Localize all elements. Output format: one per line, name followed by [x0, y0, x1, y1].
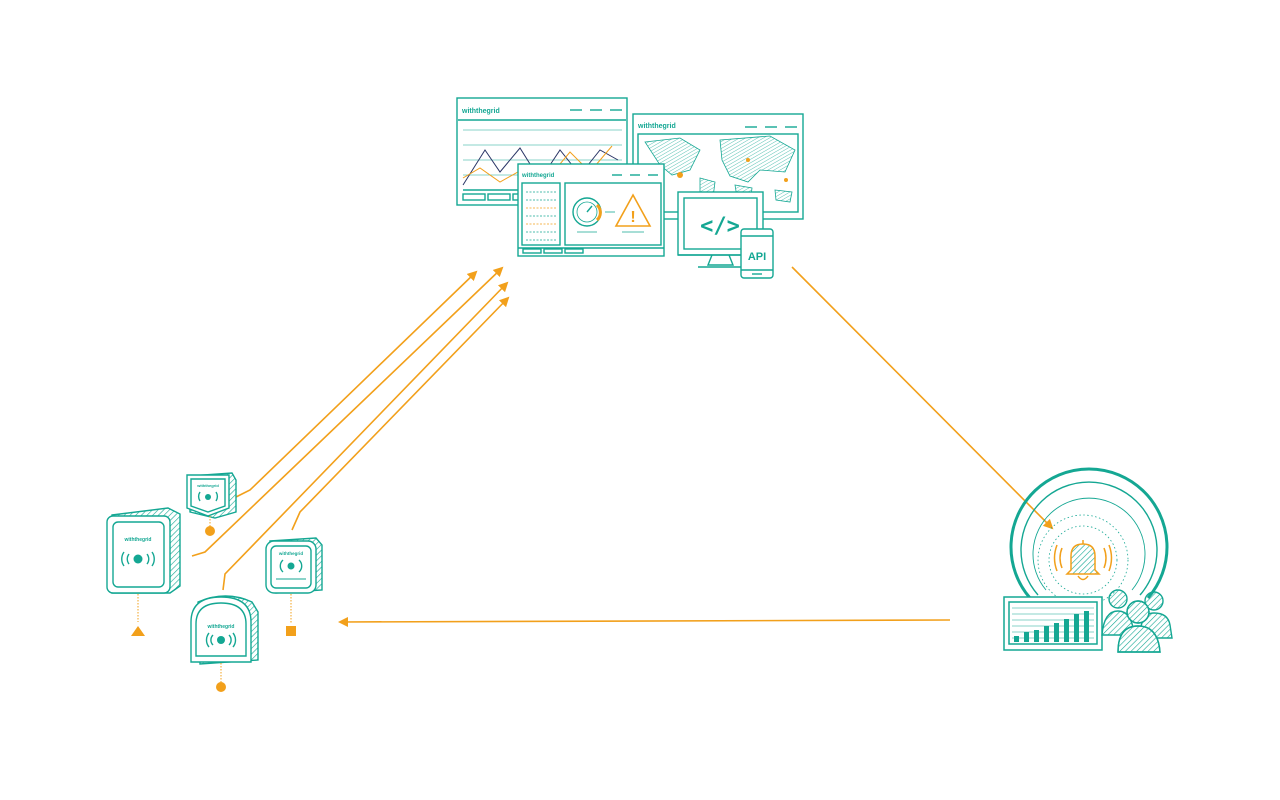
alerts-to-sensors-arrow — [338, 616, 951, 627]
brand-label: withthegrid — [124, 537, 152, 543]
warning-mark: ! — [630, 209, 635, 226]
sensor-device-large: withthegrid — [106, 507, 181, 636]
signal-dot — [205, 494, 211, 500]
brand-label: withthegrid — [207, 624, 235, 630]
sensor-group: withthegrid withthegrid withth — [106, 472, 323, 692]
brand-label: withthegrid — [196, 483, 219, 488]
warning-icon — [614, 193, 652, 227]
bar-mark — [1034, 630, 1039, 642]
bar-mark — [1024, 632, 1029, 642]
bell-alarm-icon — [1053, 540, 1113, 581]
signal-dot — [287, 562, 295, 570]
code-icon: </> — [700, 214, 740, 239]
api-phone: API — [740, 228, 774, 279]
marker-circle-icon — [205, 526, 215, 536]
people-group-icon — [1101, 589, 1173, 653]
bar-mark — [1054, 623, 1059, 642]
brand-label: withthegrid — [637, 123, 676, 130]
flow-arrows — [191, 266, 1054, 627]
brand-label: withthegrid — [461, 108, 500, 115]
marker-triangle-icon — [131, 626, 145, 636]
platform-group: withthegrid withthegrid — [456, 97, 804, 279]
sensor-to-platform-arrow — [235, 270, 478, 498]
bar-mark — [1074, 614, 1079, 642]
sensor-device-square: withthegrid — [265, 537, 323, 636]
gauge-warning-window: withthegrid ! — [517, 163, 665, 257]
signal-dot — [217, 636, 225, 644]
alerts-group — [1003, 467, 1173, 653]
sensor-device-small-top: withthegrid — [186, 472, 237, 536]
signal-dot — [133, 554, 143, 564]
marker-square-icon — [286, 626, 296, 636]
bar-mark — [1064, 619, 1069, 642]
sensor-to-platform-arrow — [222, 281, 509, 591]
api-label: API — [748, 251, 766, 263]
sensor-to-platform-arrow — [291, 296, 510, 531]
bar-mark — [1014, 636, 1019, 642]
bar-chart-panel — [1003, 596, 1103, 651]
sensor-device-round: withthegrid — [190, 595, 259, 692]
marker-circle-icon — [216, 682, 226, 692]
platform-to-alerts-arrow — [791, 266, 1054, 530]
bar-mark — [1044, 626, 1049, 642]
bar-mark — [1084, 611, 1089, 642]
brand-label: withthegrid — [278, 551, 303, 556]
brand-label: withthegrid — [521, 173, 555, 179]
sensor-to-platform-arrow — [191, 266, 504, 557]
